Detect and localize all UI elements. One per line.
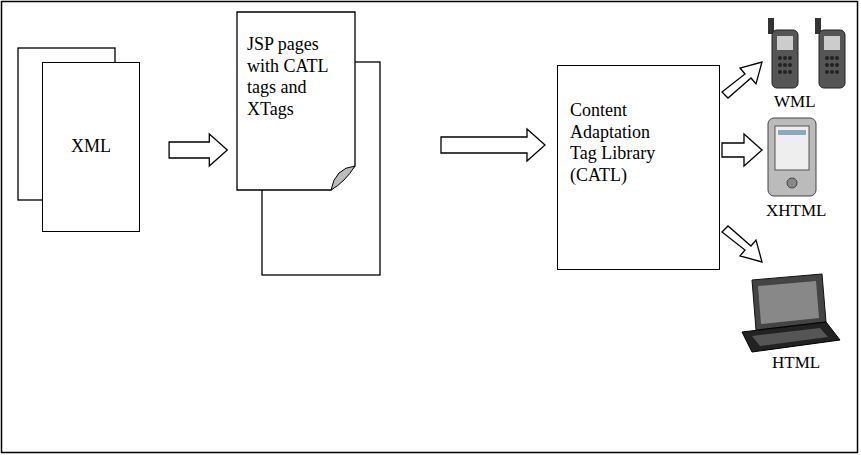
document-page: JSP pages with CATL tags and XTags (237, 12, 355, 190)
mobile-phone-icon (768, 18, 798, 88)
node-text: Content Adaptation Tag Library (CATL) (570, 100, 665, 186)
output-arrows (722, 62, 762, 262)
block-arrow (441, 129, 545, 161)
output-arrow (722, 134, 762, 166)
output-arrow (722, 226, 762, 262)
mobile-phone-icon (815, 18, 845, 88)
document-page: XML (42, 62, 140, 232)
node-text: XML (43, 136, 139, 158)
device-label: HTML (772, 353, 820, 373)
block-arrow (169, 134, 227, 166)
laptop-icon (742, 274, 840, 352)
device-label: XHTML (766, 201, 826, 221)
node-text: JSP pages with CATL tags and XTags (247, 34, 347, 120)
output-arrow (722, 62, 762, 98)
device-label: WML (774, 92, 816, 112)
pda-icon (768, 118, 816, 196)
process-box: Content Adaptation Tag Library (CATL) (557, 65, 720, 270)
